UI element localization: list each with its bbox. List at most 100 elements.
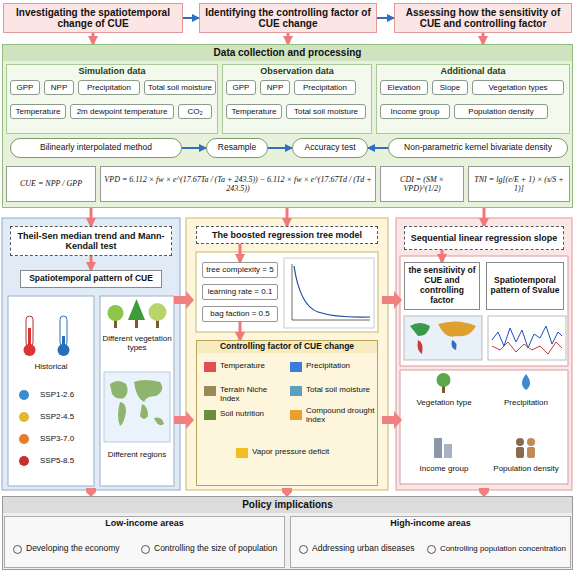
box-text: VPD = 6.112 × fw × e^(17.67Ta / (Ta + 24… [104, 175, 372, 193]
factor-icon [204, 362, 302, 458]
method-header: Theil-Sen median trend and Mann-Kendall … [10, 226, 172, 256]
box-text: Controlling population concentration [440, 544, 566, 553]
data-group: Additional dataElevationSlopeVegetation … [376, 64, 570, 134]
sensitivity-map [438, 321, 476, 336]
driver-icon [527, 438, 535, 446]
policy-item: Developing the economy [10, 540, 136, 558]
world-map-icon [140, 404, 148, 419]
item-label: Temperature [220, 361, 288, 370]
item-label: Population density [486, 464, 566, 473]
driver-icon [434, 373, 535, 458]
slope-line-chart [488, 316, 566, 360]
box-text: Temperature [232, 107, 277, 116]
data-item: Precipitation [294, 80, 356, 95]
parameter-box: learning rate = 0.1 [202, 284, 278, 300]
box-text: Theil-Sen median trend and Mann-Kendall … [14, 231, 168, 252]
scenario-icon [19, 390, 29, 400]
slope-line-chart [492, 326, 562, 348]
world-map-icon [154, 418, 164, 426]
factor-icon [204, 410, 216, 420]
group-background [4, 516, 285, 568]
box-text: CDI = (SM × VPD)^(1/2) [384, 175, 460, 193]
panel [400, 256, 568, 366]
driver-icon [516, 447, 524, 458]
item-label: Compound drought index [306, 406, 376, 424]
driver-icon [516, 438, 524, 446]
box-text: Total soil moisture [294, 107, 358, 116]
box-text: Income group [391, 107, 440, 116]
connector-arrow [183, 17, 199, 19]
panel [396, 218, 572, 490]
data-item: CO₂ [178, 104, 212, 119]
connector-arrow [182, 147, 206, 149]
sensitivity-map [418, 340, 423, 354]
driver-icon [527, 447, 535, 458]
item-label: Total soil moisture [306, 385, 376, 394]
driver-icon [437, 373, 451, 387]
formula-box: TNI = lg[(e/E + 1) × (s/S + 1)] [468, 166, 570, 202]
item-label: Precipitation [306, 361, 376, 370]
driver-icon [444, 444, 452, 458]
factor-icon [204, 362, 216, 372]
tree-icon [108, 299, 167, 328]
policy-item: Controlling population concentration [424, 540, 569, 558]
factor-icon [290, 386, 302, 396]
tree-icon [128, 299, 145, 320]
data-item: Temperature [10, 104, 66, 119]
box-text: Non-parametric kernel bivariate density [404, 143, 552, 153]
tree-icon [108, 305, 124, 321]
item-label: Different regions [102, 450, 172, 459]
scenario-icon [19, 434, 29, 444]
panel [2, 218, 572, 490]
data-item: Income group [380, 104, 450, 119]
result-box: Spatiotemporal pattern of Svalue [486, 262, 564, 310]
box-text: TNI = lg[(e/E + 1) × (s/S + 1)] [472, 175, 566, 193]
connector-arrow [441, 250, 444, 262]
panel [8, 296, 94, 486]
item-label: Terrain Niche Index [220, 385, 288, 403]
policy-group: High-income areasAddressing urban diseas… [290, 516, 571, 568]
item-label: Income group [404, 464, 484, 473]
brt-chart [294, 266, 370, 317]
item-label: Vapor pressure deficit [252, 447, 362, 456]
scenario-icon [19, 456, 29, 466]
data-item: GPP [226, 80, 256, 95]
box-text: GPP [233, 83, 250, 92]
method-header: Sequential linear regression slope [404, 226, 564, 250]
world-map-icon [104, 372, 170, 442]
formula-box: CUE = NPP / GPP [6, 166, 96, 202]
formula-box: CDI = (SM × VPD)^(1/2) [380, 166, 464, 202]
group-background [6, 64, 218, 134]
box-text: Assessing how the sensitivity of CUE and… [398, 7, 568, 30]
box-text: Vegetation types [488, 83, 547, 92]
data-item: Slope [432, 80, 468, 95]
box-text: Temperature [16, 107, 61, 116]
box-text: The boosted regression tree model [212, 230, 362, 240]
connector-arrow [377, 17, 394, 19]
formula-box: VPD = 6.112 × fw × e^(17.67Ta / (Ta + 24… [100, 166, 376, 202]
connector-arrow [239, 244, 242, 262]
factor-icon [290, 362, 302, 372]
brt-chart [284, 258, 374, 328]
parameter-box: tree complexity = 5 [202, 262, 278, 278]
data-item: GPP [10, 80, 40, 95]
panel [2, 218, 180, 490]
method-box: Bilinearly interpolated method [10, 138, 182, 158]
item-label: SSP1-2.6 [40, 390, 92, 399]
box-text: NPP [51, 83, 67, 92]
box-text: Sequential linear regression slope [411, 233, 558, 243]
box-text: GPP [17, 83, 34, 92]
group-background [376, 64, 570, 134]
box-text: Accuracy test [304, 143, 355, 153]
box-text: Slope [440, 83, 460, 92]
item-label: Precipitation [486, 398, 566, 407]
method-box: Accuracy test [292, 138, 368, 158]
box-text: the sensitivity of CUE and controlling f… [408, 266, 476, 305]
group-background [290, 516, 571, 568]
box-text: Controlling the size of population [154, 544, 277, 554]
policy-item: Addressing urban diseases [296, 540, 422, 558]
world-map-icon [110, 381, 128, 399]
method-box: Non-parametric kernel bivariate density [388, 138, 568, 158]
box-text: Precipitation [303, 83, 347, 92]
